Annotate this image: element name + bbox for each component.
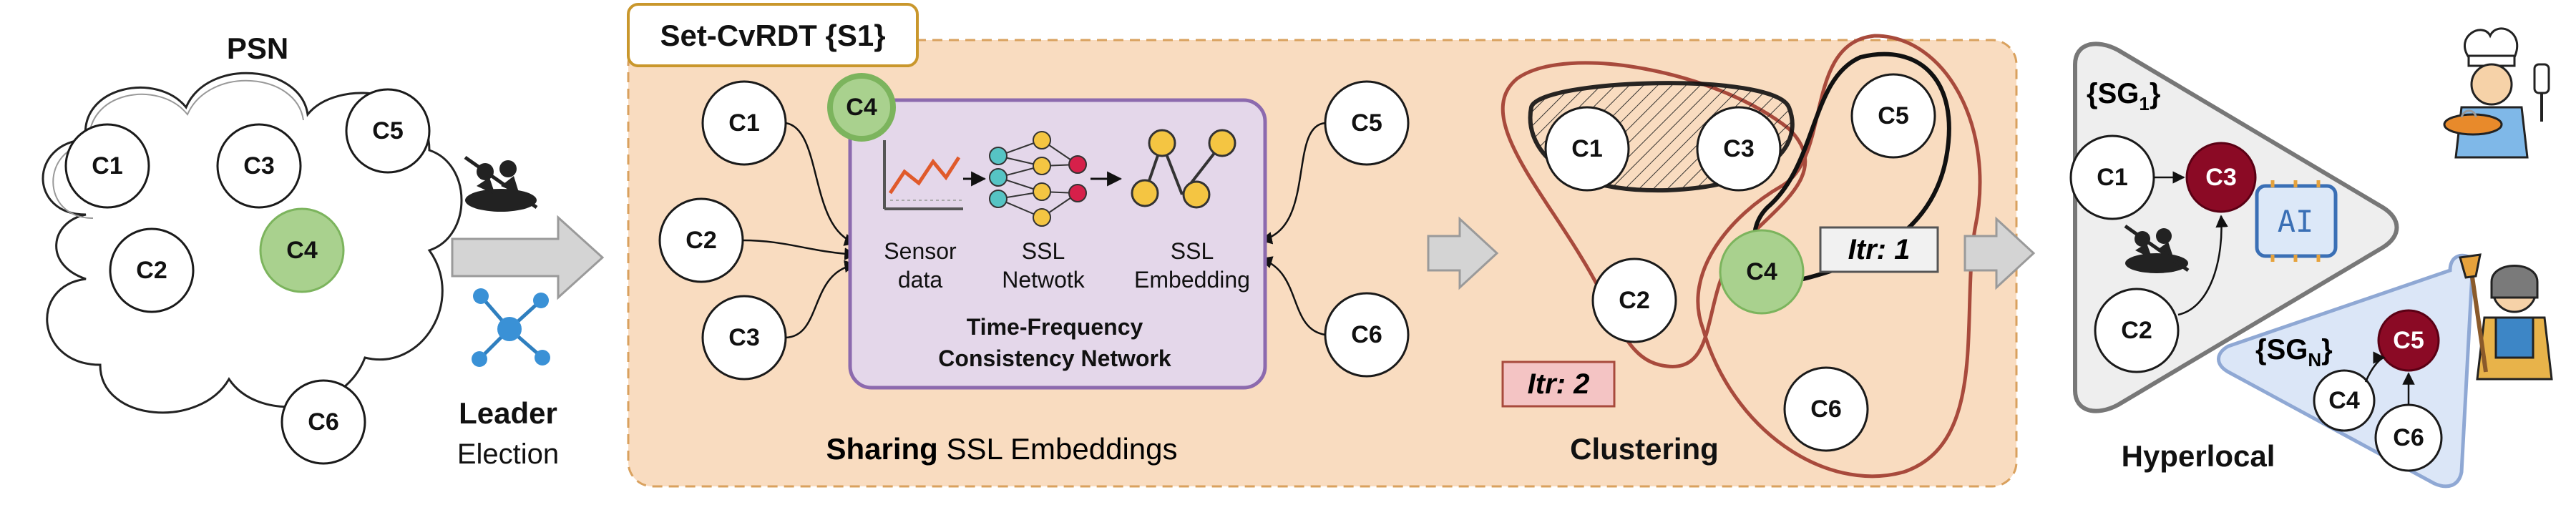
- set-cvrdt-panel: Set-CvRDT {S1} C1 C2 C3 C5 C6 C4: [627, 3, 2018, 488]
- arrow-icon: [1427, 216, 1499, 290]
- svg-text:C2: C2: [2121, 317, 2152, 344]
- clustering-title: Clustering: [1570, 432, 1719, 466]
- ssl-network-box: [848, 98, 1267, 390]
- box-caption-2: Consistency Network: [938, 345, 1171, 371]
- arrow-icon: [1963, 216, 2036, 290]
- clustering-area: C1 C3 C5 C2 C4 C6 Itr: 1 Itr: 2 Clusteri…: [1501, 34, 1982, 479]
- sgn-head-c5: C5: [2377, 309, 2440, 372]
- itr1-badge: [1819, 226, 1939, 273]
- svg-text:C3: C3: [728, 324, 759, 351]
- ai-chip-label: AI: [2278, 204, 2314, 239]
- svg-text:C4: C4: [2328, 387, 2360, 414]
- svg-text:C5: C5: [372, 117, 403, 144]
- svg-text:C3: C3: [1723, 135, 1754, 162]
- leader-node-c4: C4: [827, 73, 896, 142]
- sgn-node-c6: C6: [2374, 403, 2443, 472]
- svg-text:C5: C5: [1878, 102, 1908, 129]
- psn-section: PSN C1 C3 C5 C2 C4 C6: [42, 31, 463, 465]
- ssl-embedding-label-2: Embedding: [1134, 267, 1250, 293]
- cluster-node-c2: C2: [1591, 258, 1677, 343]
- svg-text:C6: C6: [1351, 321, 1382, 348]
- psn-node-c2: C2: [109, 227, 195, 313]
- svg-text:C5: C5: [1351, 109, 1382, 137]
- svg-text:C6: C6: [308, 408, 338, 436]
- ai-chip-icon: AI: [2255, 180, 2338, 262]
- ssl-network-label-1: SSL: [1022, 238, 1065, 264]
- sgn-node-c4: C4: [2313, 369, 2376, 432]
- input-node-c1: C1: [701, 80, 787, 166]
- sg1-label: {SG1}: [2087, 78, 2160, 114]
- input-node-c6: C6: [1324, 292, 1410, 378]
- itr2-badge: [1501, 360, 1616, 408]
- input-node-c2: C2: [658, 197, 744, 283]
- svg-text:C1: C1: [92, 152, 122, 180]
- svg-text:C6: C6: [1810, 396, 1841, 423]
- psn-node-c6: C6: [280, 379, 366, 465]
- psn-title: PSN: [227, 31, 288, 65]
- rafting-icon: [2124, 224, 2190, 273]
- sg1-head-c3: C3: [2185, 142, 2257, 213]
- psn-node-c1: C1: [64, 123, 150, 209]
- leader-election: Leader Election: [451, 155, 605, 470]
- election-rest: Election: [457, 438, 559, 470]
- psn-node-c4: C4: [259, 207, 345, 293]
- box-caption-1: Time-Frequency: [967, 314, 1143, 340]
- sensor-label-2: data: [898, 267, 942, 293]
- cluster-node-c5: C5: [1850, 73, 1936, 159]
- input-node-c3: C3: [701, 295, 787, 381]
- svg-text:C2: C2: [1619, 287, 1649, 314]
- cluster-boundary-itr1-right: [1752, 52, 1951, 282]
- svg-text:C1: C1: [1571, 135, 1602, 162]
- hyperlocal-title: Hyperlocal: [2122, 439, 2275, 473]
- input-node-c5: C5: [1324, 80, 1410, 166]
- svg-text:C1: C1: [728, 109, 759, 137]
- rafting-icon: [464, 155, 538, 212]
- set-cvrdt-title: Set-CvRDT {S1}: [660, 19, 885, 52]
- cluster-node-c6: C6: [1783, 366, 1869, 452]
- ssl-network-label-2: Netwotk: [1002, 267, 1085, 293]
- cluster-node-c1: C1: [1544, 106, 1630, 192]
- svg-text:C2: C2: [136, 257, 167, 284]
- sg1-node-c1: C1: [2069, 134, 2155, 220]
- itr1-label: Itr: 1: [1848, 234, 1911, 265]
- svg-text:C1: C1: [2097, 164, 2127, 191]
- svg-text:C5: C5: [2393, 327, 2424, 354]
- svg-text:C3: C3: [2205, 164, 2236, 191]
- svg-text:C6: C6: [2393, 424, 2424, 451]
- sgn-label: {SGN}: [2255, 334, 2333, 371]
- ssl-embedding-label-1: SSL: [1171, 238, 1214, 264]
- chart-icon: [883, 140, 963, 210]
- chef-icon: [2443, 27, 2550, 159]
- sensor-label-1: Sensor: [884, 238, 957, 264]
- sharing-footer-rest: SSL Embeddings: [938, 432, 1178, 466]
- svg-text:C2: C2: [686, 227, 716, 254]
- sharing-footer-bold: Sharing: [826, 432, 937, 466]
- set-cvrdt-title-box: [627, 3, 919, 67]
- arrow-icon: [451, 215, 605, 300]
- sg1-node-c2: C2: [2094, 288, 2180, 373]
- neural-net-icon: [963, 131, 1123, 227]
- svg-text:C4: C4: [286, 237, 318, 264]
- svg-text:C4: C4: [846, 94, 877, 121]
- cleaner-icon: [2459, 253, 2553, 381]
- psn-node-c5: C5: [345, 88, 431, 174]
- svg-text:C3: C3: [243, 152, 274, 180]
- embedding-icon: [1131, 129, 1236, 209]
- cluster-node-c4: C4: [1719, 229, 1805, 315]
- psn-node-c3: C3: [216, 123, 302, 209]
- itr2-label: Itr: 2: [1528, 368, 1590, 400]
- svg-text:C4: C4: [1746, 258, 1777, 285]
- network-icon: [472, 288, 550, 367]
- cluster-node-c3: C3: [1696, 106, 1782, 192]
- sharing-footer: Sharing SSL Embeddings: [826, 432, 1177, 466]
- hyperlocal-section: {SG1} C1 C2 C3 AI {SGN} C5 C4 C6 Hyper: [2069, 27, 2553, 489]
- election-bold: Leader: [459, 396, 557, 430]
